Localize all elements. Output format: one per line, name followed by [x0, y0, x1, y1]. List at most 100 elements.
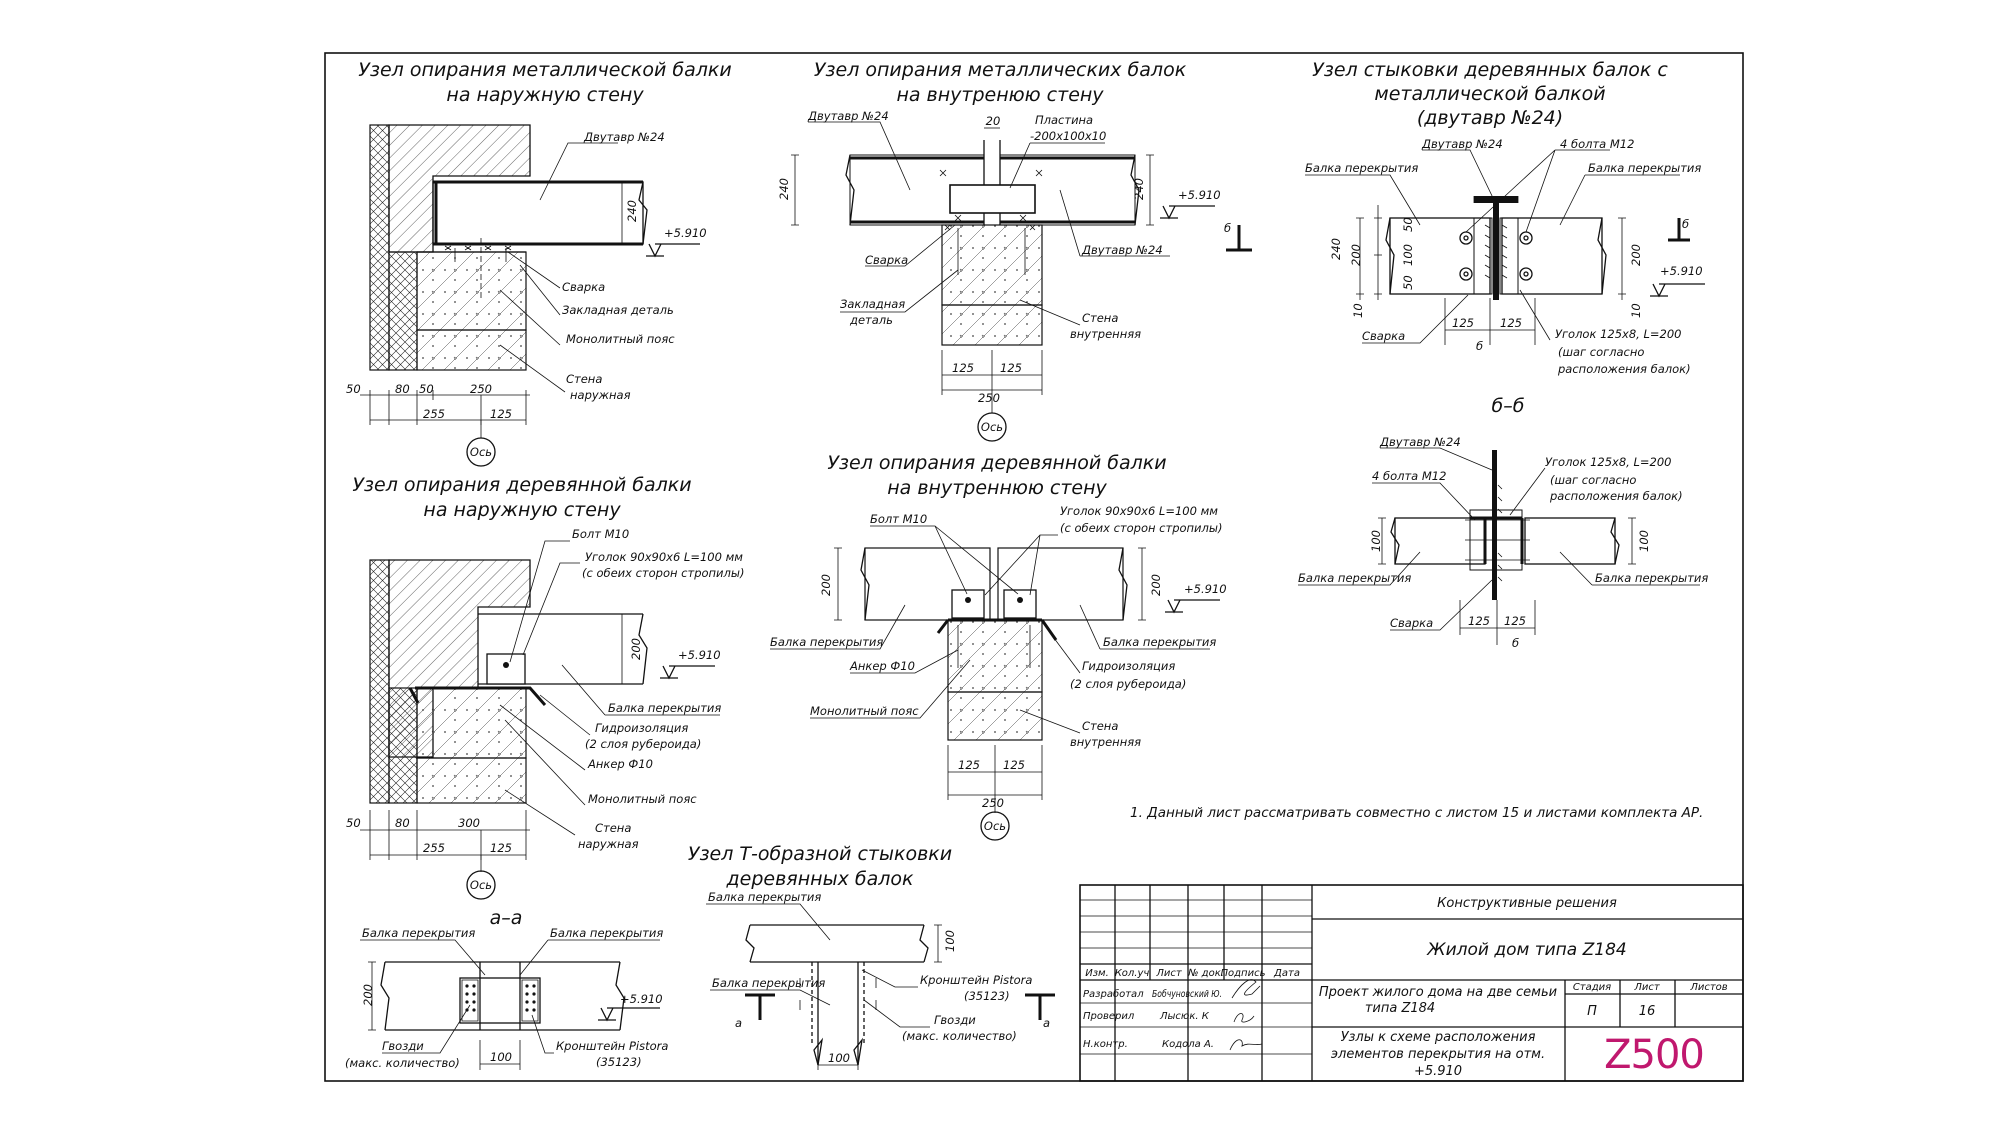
- aa-label-balka-right: Балка перекрытия: [550, 926, 663, 940]
- node-wood-beam-inner-wall: Узел опирания деревянной балки на внутре…: [770, 452, 1227, 841]
- tb-header-ndok: № док.: [1187, 968, 1224, 979]
- n1-dim-80: 80: [395, 382, 410, 396]
- tb-project-2: типа Z184: [1365, 1001, 1435, 1016]
- section-bb-title: б–б: [1492, 395, 1525, 417]
- n3-dim-50a: 50: [1401, 217, 1415, 232]
- node-steel-beams-inner-wall: Узел опирания металлических балок на вну…: [777, 59, 1221, 442]
- n3-dim-200-right: 200: [1629, 244, 1643, 266]
- n5-ugolok-1: Уголок 90х90х6 L=100 мм: [1060, 504, 1218, 518]
- n2-axis: Ось: [981, 420, 1003, 434]
- n3-label-balka-left: Балка перекрытия: [1305, 161, 1418, 175]
- n3-b-left: б: [1224, 221, 1231, 235]
- sheet-frame: [324, 52, 1744, 1082]
- n4-stena: Стена: [595, 821, 631, 835]
- z500-logo: Z500: [1604, 1032, 1704, 1078]
- n3-mark: +5.910: [1660, 264, 1703, 278]
- bb-dim-6: б: [1512, 636, 1519, 650]
- n1-dim-50a: 50: [346, 382, 361, 396]
- n2-zakl-2: деталь: [849, 313, 893, 327]
- n5-vnutr: внутренняя: [1070, 735, 1141, 749]
- section-aa-title: а–а: [490, 907, 523, 929]
- n4-gidro-2: (2 слоя рубероида): [585, 737, 701, 751]
- node2-title-line1: Узел опирания металлических балок: [814, 59, 1187, 81]
- n4-dim-300: 300: [458, 816, 480, 830]
- n4-dim-255: 255: [423, 841, 445, 855]
- bb-label-dvutavr: Двутавр №24: [1379, 435, 1461, 449]
- tb-drawing-3: +5.910: [1414, 1064, 1462, 1079]
- n4-dim-200: 200: [629, 638, 643, 660]
- n2-plastina-1: Пластина: [1035, 113, 1093, 127]
- n4-axis: Ось: [470, 878, 492, 892]
- tb-sheet-header: Лист: [1633, 982, 1661, 993]
- n5-ugolok-2: (с обеих сторон стропилы): [1060, 521, 1222, 535]
- node3-title-line3: (двутавр №24): [1417, 107, 1563, 129]
- n1-label-svarka: Сварка: [562, 280, 605, 294]
- n6-kronsh-1: Кронштейн Pistora: [920, 973, 1032, 987]
- n4-label-balka: Балка перекрытия: [608, 701, 721, 715]
- bb-dim-100-left: 100: [1369, 530, 1383, 552]
- bb-dim-125b: 125: [1504, 614, 1526, 628]
- bb-ugolok-3: расположения балок): [1549, 489, 1683, 503]
- n5-gidro-1: Гидроизоляция: [1082, 659, 1175, 673]
- n6-a-right: а: [1043, 1016, 1050, 1030]
- n4-dim-50: 50: [346, 816, 361, 830]
- n3-label-balka-right: Балка перекрытия: [1588, 161, 1701, 175]
- tb-header-koluch: Кол.уч: [1115, 968, 1150, 979]
- n2-vnutr: внутренняя: [1070, 327, 1141, 341]
- tb-drawing-2: элементов перекрытия на отм.: [1331, 1047, 1545, 1062]
- n2-dim-240-left: 240: [777, 178, 791, 200]
- tb-name-nkontr: Кодола А.: [1162, 1039, 1214, 1050]
- n1-label-stena: Стена: [566, 372, 602, 386]
- aa-gvozdi-2: (макс. количество): [345, 1056, 460, 1070]
- n3-label-svarka: Сварка: [1362, 329, 1405, 343]
- n2-stena: Стена: [1082, 311, 1118, 325]
- n2-label-dvutavr-right: Двутавр №24: [1081, 243, 1163, 257]
- n6-label-balka-left: Балка перекрытия: [712, 976, 825, 990]
- tb-role-prov: Проверил: [1083, 1011, 1135, 1022]
- n3-ugolok-1: Уголок 125х8, L=200: [1555, 327, 1681, 341]
- tb-signature-2: [1233, 1013, 1255, 1023]
- n3-dim-125a: 125: [1452, 316, 1474, 330]
- n6-label-balka-top: Балка перекрытия: [708, 890, 821, 904]
- n4-anker: Анкер Ф10: [587, 757, 653, 771]
- section-a-a: а–а Балка перекрытия Балка перекрытия 20…: [345, 907, 668, 1070]
- tb-project-1: Проект жилого дома на две семьи: [1319, 985, 1557, 1000]
- bb-ugolok-1: Уголок 125х8, L=200: [1545, 455, 1671, 469]
- n5-dim-250: 250: [982, 796, 1004, 810]
- n5-label-balka-left: Балка перекрытия: [770, 635, 883, 649]
- n4-monolit: Монолитный пояс: [588, 792, 697, 806]
- tb-role-nkontr: Н.контр.: [1083, 1039, 1128, 1050]
- tb-role-razrab: Разработал: [1083, 988, 1144, 1000]
- node-wood-beam-outer-wall: Узел опирания деревянной балки на наружн…: [346, 474, 744, 900]
- n3-dim-200: 200: [1349, 244, 1363, 266]
- sheet-note: 1. Данный лист рассматривать совместно с…: [1130, 805, 1703, 821]
- n1-dim-240: 240: [625, 200, 639, 222]
- n4-naruzh: наружная: [578, 837, 639, 851]
- node4-title-line2: на наружную стену: [423, 499, 621, 521]
- aa-gvozdi-1: Гвозди: [382, 1039, 424, 1053]
- n6-dim-100: 100: [828, 1051, 850, 1065]
- n1-label-dvutavr: Двутавр №24: [583, 130, 665, 144]
- n1-dim-125: 125: [490, 407, 512, 421]
- node5-title-line2: на внутреннюю стену: [887, 477, 1107, 499]
- tb-stage-header: Стадия: [1573, 982, 1611, 993]
- n3-dim-50b: 50: [1401, 275, 1415, 290]
- bb-label-svarka: Сварка: [1390, 616, 1433, 630]
- tb-drawing-1: Узлы к схеме расположения: [1341, 1030, 1536, 1045]
- section-b-b: б–б Двутавр №24 4 болта М12 Уголок 125х8…: [1298, 395, 1708, 650]
- aa-mark: +5.910: [620, 992, 663, 1006]
- tb-stage: П: [1587, 1004, 1597, 1019]
- tb-section: Конструктивные решения: [1437, 896, 1617, 911]
- tb-signature-3: [1229, 1039, 1263, 1051]
- n5-monolit: Монолитный пояс: [810, 704, 919, 718]
- tb-header-list: Лист: [1155, 968, 1183, 979]
- bb-dim-100-right: 100: [1637, 530, 1651, 552]
- node1-title-line1: Узел опирания металлической балки: [358, 59, 731, 81]
- title-block: Изм. Кол.уч Лист № док. Подпись Дата Раз…: [1079, 884, 1744, 1082]
- n6-gvozdi-1: Гвозди: [934, 1013, 976, 1027]
- n5-dim-125a: 125: [958, 758, 980, 772]
- n5-dim-200-right: 200: [1149, 574, 1163, 596]
- n3-label-dvutavr: Двутавр №24: [1421, 137, 1503, 151]
- bb-label-bolta: 4 болта М12: [1372, 469, 1446, 483]
- n6-dim-100-vert: 100: [943, 930, 957, 952]
